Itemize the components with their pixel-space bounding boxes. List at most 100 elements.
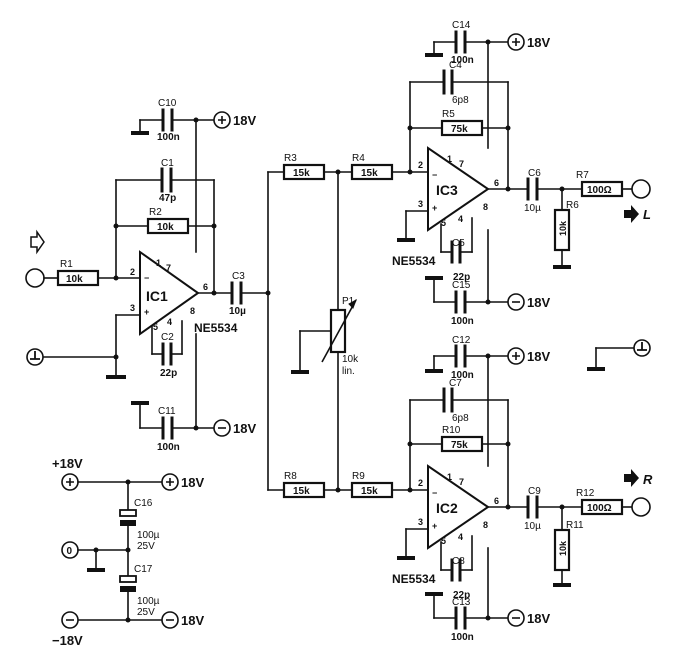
ic2-pin4: 4 [458, 532, 463, 542]
ic3-plus: + [432, 203, 437, 213]
c16-value: 100µ [137, 530, 160, 541]
left-output-terminal [631, 179, 651, 199]
ic3-type: NE5534 [392, 254, 436, 268]
left-output-label: L [643, 207, 651, 222]
ic3-section: C4 6p8 R5 75k IC3 NE5534 − + 2 3 6 1 7 5… [392, 20, 651, 327]
ic1-pin2: 2 [130, 267, 135, 277]
p1-note: lin. [342, 366, 355, 377]
c16-voltage: 25V [137, 541, 155, 552]
ic2-pin1: 1 [447, 472, 452, 482]
right-output-arrow-icon [624, 469, 639, 487]
r2-value: 10k [157, 222, 174, 233]
ic1-pin8: 8 [190, 306, 195, 316]
c9-ref: C9 [528, 486, 541, 497]
ic1-pin4: 4 [167, 317, 172, 327]
p1-ref: P1 [342, 296, 355, 307]
c10-value: 100n [157, 132, 180, 143]
c5-ref: C5 [452, 238, 465, 249]
c17-capacitor [119, 575, 137, 583]
r11-value: 10k [558, 540, 568, 556]
r4-value: 15k [361, 168, 378, 179]
c13-value: 100n [451, 632, 474, 643]
r8-ref: R8 [284, 471, 297, 482]
r4-ref: R4 [352, 153, 365, 164]
c6-ref: C6 [528, 168, 541, 179]
r1-value: 10k [66, 274, 83, 285]
p1-potentiometer [329, 308, 347, 354]
ic2-neg-rail-label: 18V [527, 611, 550, 626]
r2-ref: R2 [149, 207, 162, 218]
c2-ref: C2 [161, 332, 174, 343]
c17-voltage: 25V [137, 607, 155, 618]
c10-ref: C10 [158, 98, 177, 109]
ic1-pin6: 6 [203, 282, 208, 292]
r7-value: 100Ω [587, 185, 612, 196]
ic2-pin6: 6 [494, 496, 499, 506]
ic3-pin7: 7 [459, 159, 464, 169]
supply-zero-label: 0 [67, 546, 73, 557]
c8-ref: C8 [452, 556, 465, 567]
ic3-opamp [427, 146, 490, 232]
ic2-pin3: 3 [418, 517, 423, 527]
c16-capacitor [119, 509, 137, 517]
ic3-minus: − [432, 170, 437, 180]
c6-value: 10µ [524, 203, 541, 214]
c1-value: 47p [159, 193, 176, 204]
r10-value: 75k [451, 440, 468, 451]
ic3-label: IC3 [436, 182, 458, 198]
mixing-network: R3 15k R4 15k R8 15k R9 15k P1 10k lin. [267, 153, 429, 499]
r5-ref: R5 [442, 109, 455, 120]
r3-ref: R3 [284, 153, 297, 164]
c1-ref: C1 [161, 158, 174, 169]
ic2-pin5: 5 [441, 536, 446, 546]
c17-value: 100µ [137, 596, 160, 607]
input-terminal [25, 268, 45, 288]
r11-ref: R11 [566, 520, 584, 531]
c14-ref: C14 [452, 20, 471, 31]
supply-neg-label: −18V [52, 633, 83, 648]
c16-ref: C16 [134, 498, 153, 509]
r6-value: 10k [558, 220, 568, 236]
r6-ref: R6 [566, 200, 579, 211]
ic1-pin5: 5 [153, 322, 158, 332]
ic2-opamp [427, 464, 490, 550]
ic1-minus: − [144, 273, 149, 283]
c11-value: 100n [157, 442, 180, 453]
c2-value: 22p [160, 368, 177, 379]
c7-value: 6p8 [452, 413, 469, 424]
ic1-pin1: 1 [156, 258, 161, 268]
r9-value: 15k [361, 486, 378, 497]
supply-neg-out-label: 18V [181, 613, 204, 628]
ic1-neg-rail-label: 18V [233, 421, 256, 436]
r5-value: 75k [451, 124, 468, 135]
ic2-pin7: 7 [459, 477, 464, 487]
c4-value: 6p8 [452, 95, 469, 106]
supply-pos-out-label: 18V [181, 475, 204, 490]
ic2-plus: + [432, 521, 437, 531]
ic3-pin3: 3 [418, 199, 423, 209]
c17-ref: C17 [134, 564, 153, 575]
c11-ref: C11 [158, 406, 176, 417]
ic1-opamp [139, 250, 200, 336]
right-output-label: R [643, 472, 653, 487]
c7-ref: C7 [449, 378, 462, 389]
ic2-type: NE5534 [392, 572, 436, 586]
r12-ref: R12 [576, 488, 595, 499]
right-output-terminal [631, 497, 651, 517]
ic1-plus: + [144, 307, 149, 317]
ic3-pin1: 1 [447, 154, 452, 164]
c3-value: 10µ [229, 306, 246, 317]
ic1-section: R1 10k C1 47p R2 10k IC1 NE5534 − + 2 3 … [25, 98, 271, 453]
r3-value: 15k [293, 168, 310, 179]
c14-value: 100n [451, 55, 474, 66]
p1-value: 10k [342, 354, 359, 365]
ic3-pin8: 8 [483, 202, 488, 212]
ic1-pin3: 3 [130, 303, 135, 313]
ic1-type: NE5534 [194, 321, 238, 335]
c9-value: 10µ [524, 521, 541, 532]
c12-value: 100n [451, 370, 474, 381]
c13-ref: C13 [452, 597, 471, 608]
ic3-pin4: 4 [458, 214, 463, 224]
c12-ref: C12 [452, 335, 471, 346]
